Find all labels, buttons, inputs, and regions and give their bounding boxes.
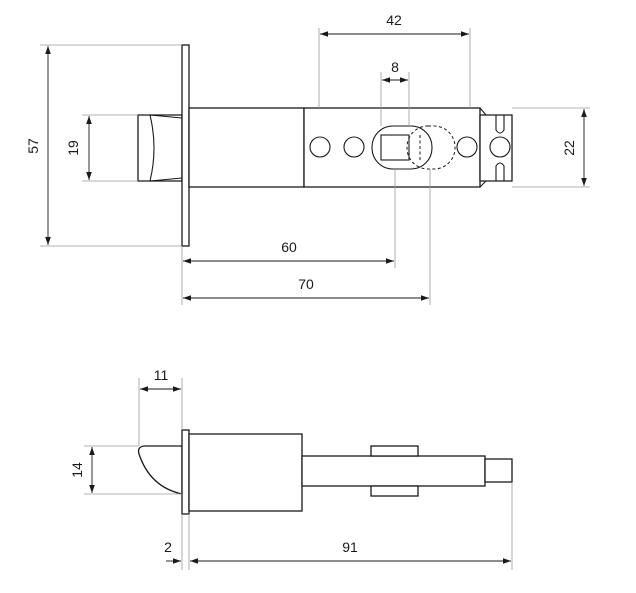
dim-70-label: 70 xyxy=(298,276,314,292)
dim-60-label: 60 xyxy=(281,239,297,255)
latch-bolt-bevel xyxy=(149,114,183,182)
dim-11-label: 11 xyxy=(154,367,169,383)
dim-19-label: 19 xyxy=(65,140,81,156)
mount-hole-1 xyxy=(309,136,331,158)
dim-8-label: 8 xyxy=(391,59,399,75)
tail-plate xyxy=(303,107,481,188)
tail-end xyxy=(479,114,513,182)
latch-bolt xyxy=(137,114,183,182)
latch-body xyxy=(188,107,305,188)
top-view: 42 8 57 19 22 60 70 xyxy=(25,12,590,305)
tail-notches xyxy=(479,107,505,188)
mount-hole-2 xyxy=(343,136,365,158)
mount-hole-4 xyxy=(489,136,511,158)
dim-57-label: 57 xyxy=(25,138,41,154)
dim-42-label: 42 xyxy=(386,12,402,28)
side-view: 11 14 2 91 xyxy=(69,367,513,570)
side-end-stub xyxy=(484,458,513,483)
side-tab-top xyxy=(370,445,419,457)
dim-2-label: 2 xyxy=(164,539,172,555)
dim-22-label: 22 xyxy=(561,140,577,156)
faceplate xyxy=(181,44,190,247)
dim-14-label: 14 xyxy=(69,462,85,478)
spindle-square xyxy=(380,134,410,161)
follower-hidden xyxy=(406,125,456,170)
side-bar xyxy=(301,455,486,487)
side-faceplate xyxy=(181,429,190,515)
follower-outline xyxy=(371,125,433,170)
dim-91-label: 91 xyxy=(342,539,358,555)
side-body xyxy=(188,433,303,512)
side-tab-bottom xyxy=(370,485,419,497)
side-latch-bolt xyxy=(137,445,183,495)
mount-hole-3 xyxy=(456,136,478,158)
